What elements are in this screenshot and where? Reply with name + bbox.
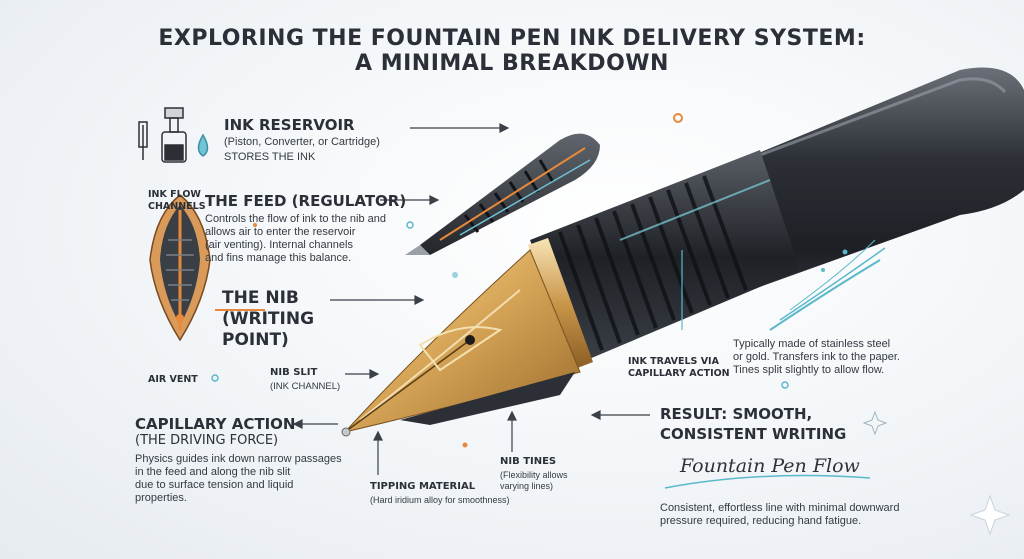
air-vent-label: AIR VENT [148,374,198,385]
capillary-desc-3: due to surface tension and liquid [135,479,294,491]
tines-sub-2: varying lines) [500,481,554,491]
gold-band [528,238,593,370]
tines-heading: NIB TINES [500,456,557,467]
nib-cross-section [149,194,211,342]
feed-desc-2: allows air to enter the reservoir [205,226,356,238]
nib-desc-3: Tines split slightly to allow flow. [733,364,885,376]
feed-desc-1: Controls the flow of ink to the nib and [205,213,386,225]
capillary-desc-2: in the feed and along the nib slit [135,466,291,478]
nib-heading-3: POINT) [222,330,289,350]
feed-heading: THE FEED (REGULATOR) [205,192,407,210]
leader-arrows [215,123,683,475]
capillary-label-1: INK TRAVELS VIA [628,356,719,367]
result-heading-1: RESULT: SMOOTH, [660,405,813,423]
ink-flow-lines [769,239,886,331]
pen-grip [530,150,800,365]
channels-label-2: CHANNELS [148,201,206,212]
result-heading-2: CONSISTENT WRITING [660,425,847,443]
feed-desc-4: and fins manage this balance. [205,252,352,264]
capillary-desc-4: properties. [135,492,187,504]
reservoir-icon [138,107,209,163]
tipping-heading: TIPPING MATERIAL [370,481,476,492]
nib-shape [341,249,581,437]
sparkles [211,113,1011,536]
nib-heading-1: THE NIB [222,288,299,308]
result-script: Fountain Pen Flow [680,455,860,477]
nib-desc-1: Typically made of stainless steel [733,338,891,350]
channels-label-1: INK FLOW [148,189,201,200]
nib-slit-heading: NIB SLIT [270,367,318,378]
feed-diagram [405,133,600,255]
tines-sub-1: (Flexibility allows [500,470,568,480]
reservoir-sub: (Piston, Converter, or Cartridge) [224,136,380,148]
reservoir-desc: STORES THE INK [224,151,316,163]
feed-desc-3: (air venting). Internal channels [205,239,353,251]
nib-heading-2: (WRITING [222,309,315,329]
nib-desc-2: or gold. Transfers ink to the paper. [733,351,900,363]
script-flourish [664,474,871,489]
result-desc-1: Consistent, effortless line with minimal… [660,502,900,514]
capillary-sub: (THE DRIVING FORCE) [135,433,279,448]
capillary-desc-1: Physics guides ink down narrow passages [135,453,342,465]
capillary-label-2: CAPILLARY ACTION [628,368,730,379]
reservoir-heading: INK RESERVOIR [224,116,355,134]
feed-under-nib [400,372,575,425]
capillary-heading: CAPILLARY ACTION [135,415,296,433]
result-desc-2: pressure required, reducing hand fatigue… [660,515,862,527]
page-title-line1: EXPLORING THE FOUNTAIN PEN INK DELIVERY … [158,26,866,51]
page-title-line2: A MINIMAL BREAKDOWN [355,51,669,76]
nib-slit-sub: (INK CHANNEL) [270,381,341,392]
tipping-sub: (Hard iridium alloy for smoothness) [370,495,510,505]
